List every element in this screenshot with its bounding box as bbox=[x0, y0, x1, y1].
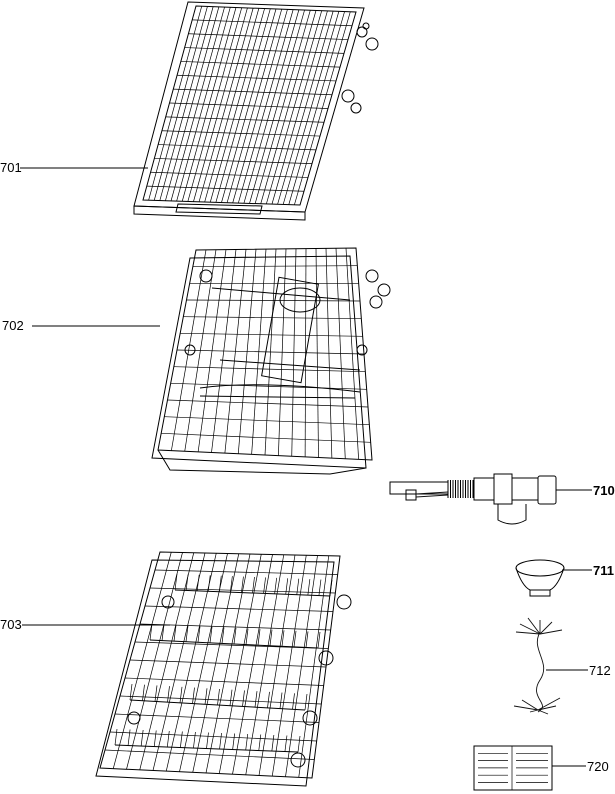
label-702: 702 bbox=[2, 318, 24, 333]
water-inlet-hose bbox=[389, 473, 557, 525]
program-label bbox=[473, 745, 553, 791]
lower-basket-wheels bbox=[127, 594, 352, 768]
cutlery-tray bbox=[133, 1, 379, 221]
tray-wheels bbox=[341, 22, 379, 114]
upper-basket-wheels bbox=[184, 269, 391, 356]
label-711: 711 bbox=[593, 563, 614, 578]
label-712: 712 bbox=[589, 663, 611, 678]
upper-basket bbox=[151, 247, 391, 475]
label-720: 720 bbox=[587, 759, 609, 774]
lower-basket bbox=[95, 551, 352, 787]
label-701: 701 bbox=[0, 160, 22, 175]
label-710: 710 bbox=[593, 483, 615, 498]
wiring-harness bbox=[513, 617, 563, 715]
label-703: 703 bbox=[0, 617, 22, 632]
salt-cap bbox=[515, 559, 565, 597]
